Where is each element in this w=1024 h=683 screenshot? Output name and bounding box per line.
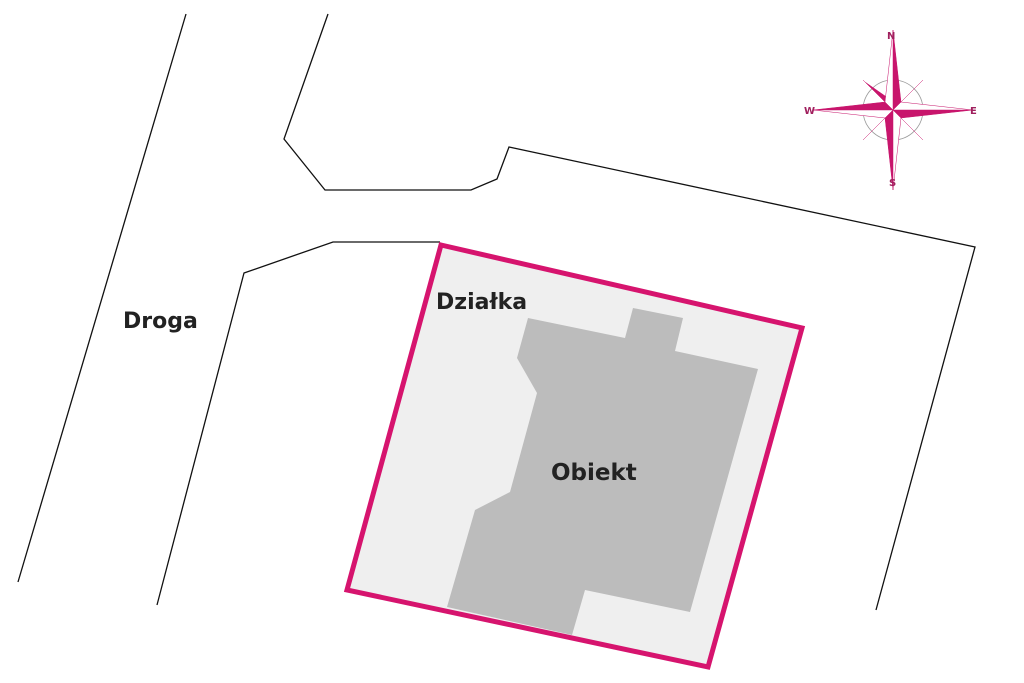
compass-east-label: E	[970, 106, 977, 117]
compass-south-label: S	[889, 178, 897, 189]
compass-west-label: W	[804, 106, 816, 117]
road-edge-right	[156, 241, 440, 606]
plot-label: Działka	[436, 290, 528, 315]
road-label: Droga	[123, 309, 198, 334]
compass-north-label: N	[887, 31, 896, 42]
road-edge-left	[17, 13, 187, 583]
neighbor-parcel-boundary	[283, 13, 976, 611]
compass-rose-icon	[812, 29, 974, 191]
building-label: Obiekt	[551, 460, 637, 486]
building-footprint	[447, 308, 758, 635]
